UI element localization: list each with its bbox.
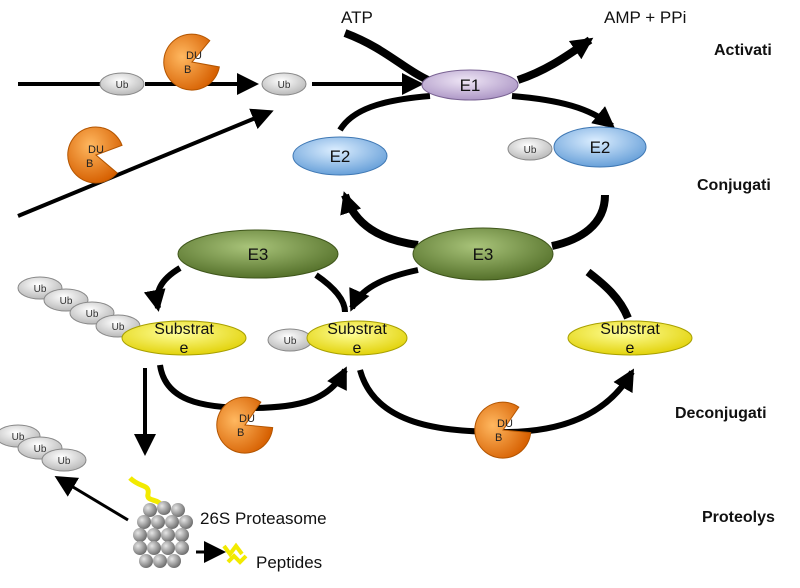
- peptide-fragment-2: [226, 553, 248, 565]
- dub-deconj-left-line1: DU: [239, 413, 255, 425]
- stage-label-deconjugation: Deconjugati: [675, 405, 767, 422]
- polyub-2-label: Ub: [60, 296, 73, 307]
- substrate-monoub: Ub Substrat e: [267, 320, 408, 357]
- dub-deconj-right: DU B: [474, 401, 532, 459]
- proteasome-balls: [133, 501, 193, 568]
- ub-free-input: Ub: [99, 72, 145, 96]
- polyub-chain: Ub Ub Ub Ub: [17, 276, 141, 338]
- ub-free-input-label: Ub: [116, 80, 129, 91]
- substrate-free: Substrat e: [567, 320, 693, 357]
- arrow-e3-right-to-monoub-substrate: [349, 267, 419, 312]
- polyub-1-label: Ub: [34, 284, 47, 295]
- substrate-free-line1: Substrat: [600, 321, 660, 338]
- ub-on-e2: [507, 137, 553, 161]
- released-ub-chain: Ub Ub Ub: [0, 424, 87, 472]
- ub-free-activated: Ub: [261, 72, 307, 96]
- stage-label-activation: Activati: [714, 42, 772, 59]
- stage-label-conjugation: Conjugati: [697, 177, 771, 194]
- substrate-free-line2: e: [626, 340, 635, 357]
- released-ub-2-label: Ub: [34, 444, 47, 455]
- arrow-e3-right-to-free-substrate: [585, 268, 632, 320]
- e2-enzyme: E2: [292, 136, 388, 176]
- substrate-monoub-line2: e: [353, 340, 362, 357]
- substrate-polyub: Substrat e: [121, 320, 247, 357]
- released-ub-1-label: Ub: [12, 432, 25, 443]
- arrow-dub-recycle-ub: [17, 108, 274, 218]
- pathway-arrows: [17, 29, 635, 563]
- arrow-e3-to-e2: [340, 191, 419, 249]
- dub-top-line1: DU: [186, 50, 202, 62]
- arrow-e1-to-amp: [516, 36, 594, 84]
- dub-deconj-right-line1: DU: [497, 418, 513, 430]
- dub-top-line2: B: [184, 64, 191, 76]
- dub-top: DU B: [163, 33, 220, 91]
- e2-ub-label: E2: [590, 138, 611, 157]
- peptides: Peptides: [222, 542, 322, 572]
- substrate-polyub-line1: Substrat: [154, 321, 214, 338]
- amp-ppi-label: AMP + PPi: [604, 8, 686, 27]
- dub-left-line2: B: [86, 158, 93, 170]
- e1-label: E1: [460, 76, 481, 95]
- e3-enzyme-left: E3: [177, 229, 339, 279]
- arrow-e2ub-to-e3: [551, 194, 609, 250]
- dub-deconj-right-line2: B: [495, 432, 502, 444]
- arrow-e3-left-to-polyub-substrate: [143, 265, 182, 312]
- substrate-entering-proteasome: [128, 476, 165, 508]
- arrow-release-ub-chain: [54, 475, 129, 522]
- atp-label: ATP: [341, 8, 373, 27]
- e3-right-label: E3: [473, 245, 494, 264]
- ub-on-substrate-label: Ub: [284, 336, 297, 347]
- proteasome-26s: 26S Proteasome: [128, 476, 327, 568]
- peptides-label: Peptides: [256, 553, 322, 572]
- dub-left-line1: DU: [88, 144, 104, 156]
- dub-deconj-left: DU B: [216, 396, 274, 454]
- substrate-polyub-line2: e: [180, 340, 189, 357]
- e2-ub-complex: Ub E2: [507, 126, 647, 168]
- e1-enzyme: E1: [421, 69, 519, 101]
- ub-on-e2-label: Ub: [524, 145, 537, 156]
- polyub-4-label: Ub: [112, 322, 125, 333]
- proteasome-label: 26S Proteasome: [200, 509, 327, 528]
- arrow-e1-to-e2-ub: [511, 93, 616, 129]
- stage-label-proteolysis: Proteolys: [702, 509, 775, 526]
- e2-label: E2: [330, 147, 351, 166]
- dub-left: DU B: [67, 126, 123, 184]
- ub-free-activated-label: Ub: [278, 80, 291, 91]
- dub-deconj-left-line2: B: [237, 427, 244, 439]
- e3-left-label: E3: [248, 245, 269, 264]
- released-ub-3-label: Ub: [58, 456, 71, 467]
- e3-enzyme-right: E3: [412, 227, 554, 281]
- substrate-monoub-line1: Substrat: [327, 321, 387, 338]
- arrow-e2-to-e1: [337, 93, 431, 132]
- polyub-3-label: Ub: [86, 309, 99, 320]
- arrow-e3-left-to-monoub-substrate: [314, 272, 348, 313]
- peptide-fragment-1: [222, 542, 244, 558]
- arrow-atp-to-e1: [343, 29, 430, 84]
